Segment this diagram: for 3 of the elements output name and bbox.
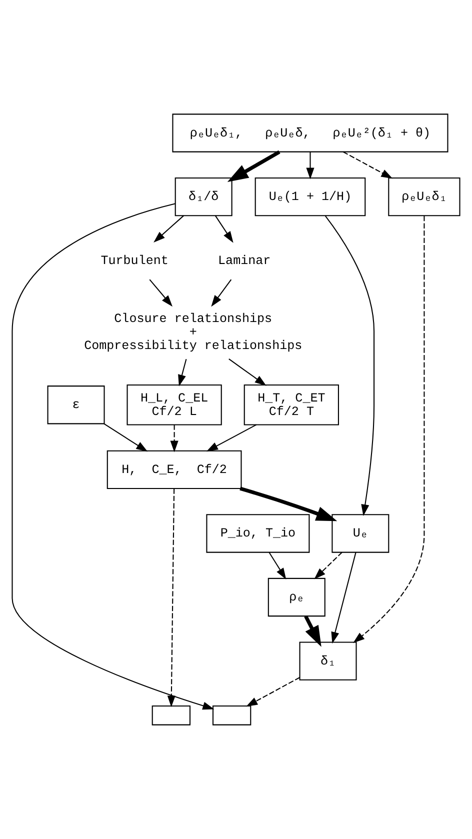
node-text: Turbulent <box>100 254 168 268</box>
node-text: Closure relationships + Compressibility relationships <box>84 312 302 354</box>
node-text: Laminar <box>218 254 271 268</box>
